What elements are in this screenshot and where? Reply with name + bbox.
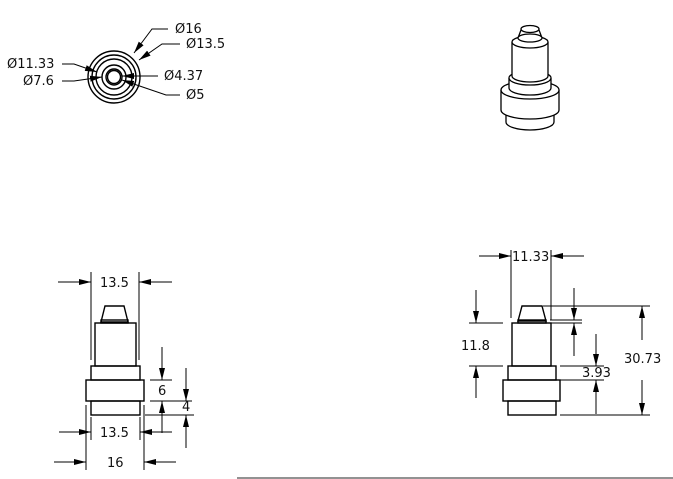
leader-d5 [121,79,180,96]
dim-flange-height: 6 [158,384,166,399]
side-view [502,305,561,416]
dim-total-height: 30.73 [624,352,661,367]
collar [507,365,557,381]
shaft [511,322,552,367]
front-view-dimensions [54,272,194,470]
circle-d5 [105,68,123,86]
tip [517,305,547,322]
label-d5: Ø5 [186,88,205,103]
flange [502,379,561,402]
collar [90,365,141,381]
dim-top-width: 13.5 [100,276,129,291]
dim-shaft-height: 11.8 [461,339,490,354]
label-d13-5: Ø13.5 [186,37,225,52]
flange [85,379,145,402]
dim-collar-height: 3.93 [582,366,611,381]
side-view-dimensions [469,250,650,416]
ring [507,400,557,416]
label-d11-33: Ø11.33 [7,57,54,72]
dim-collar-width: 13.5 [100,426,129,441]
label-d4-37: Ø4.37 [164,69,203,84]
front-view [85,305,145,416]
shaft [94,322,137,367]
circle-d4-37 [106,69,122,85]
dim-ring-height: 4 [182,400,190,415]
isometric-view [500,24,560,131]
top-view [62,28,180,104]
dim-shaft-width: 11.33 [512,250,549,265]
dim-flange-width: 16 [107,456,124,471]
leader-d7-6 [62,75,103,82]
leader-d11-33 [62,63,98,73]
ring [90,400,141,416]
label-d16: Ø16 [175,22,202,37]
circle-d16 [87,50,141,104]
label-d7-6: Ø7.6 [23,74,54,89]
leader-d13-5 [138,43,180,61]
leader-d16 [133,28,168,54]
